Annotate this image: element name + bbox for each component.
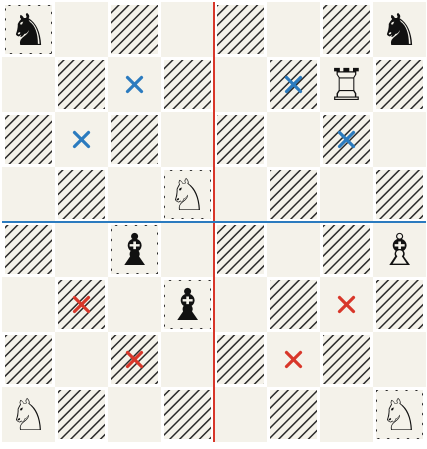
- square-e5: [214, 167, 267, 222]
- square-f8: [267, 2, 320, 57]
- black-bishop-icon: ♝: [115, 225, 154, 276]
- black-knight-icon: ♞: [9, 5, 48, 56]
- square-a6: [5, 115, 52, 164]
- square-d6: [161, 112, 214, 167]
- square-a4: [5, 225, 52, 274]
- white-bishop-icon: ♗: [380, 225, 419, 276]
- square-d1: [164, 390, 211, 439]
- square-f4: [267, 222, 320, 277]
- square-g1: [320, 387, 373, 442]
- white-knight-icon: ♘: [9, 390, 48, 441]
- square-g8: [323, 5, 370, 54]
- square-c8: [111, 5, 158, 54]
- square-e8: [217, 5, 264, 54]
- square-f3: [270, 280, 317, 329]
- white-knight-icon: ♘: [168, 170, 207, 221]
- square-d7: [164, 60, 211, 109]
- square-b4: [55, 222, 108, 277]
- square-h3: [376, 280, 423, 329]
- square-c3: [108, 277, 161, 332]
- square-g5: [320, 167, 373, 222]
- square-a7: [2, 57, 55, 112]
- square-h5: [376, 170, 423, 219]
- square-a2: [5, 335, 52, 384]
- black-knight-icon: ♞: [380, 5, 419, 56]
- square-e1: [214, 387, 267, 442]
- square-e2: [217, 335, 264, 384]
- chessboard-diagram: ♞ ♞ ♖ ♘ ♝ ♗ ♝ ♘ ♘: [2, 2, 426, 442]
- square-d4: [161, 222, 214, 277]
- black-bishop-icon: ♝: [168, 280, 207, 331]
- square-f6: [267, 112, 320, 167]
- square-e3: [214, 277, 267, 332]
- square-b8: [55, 2, 108, 57]
- square-b7: [58, 60, 105, 109]
- square-b1: [58, 390, 105, 439]
- white-rook-icon: ♖: [327, 60, 366, 111]
- square-b5: [58, 170, 105, 219]
- square-h2: [373, 332, 426, 387]
- square-g4: [323, 225, 370, 274]
- square-c5: [108, 167, 161, 222]
- square-b2: [55, 332, 108, 387]
- square-e4: [217, 225, 264, 274]
- square-e6: [217, 115, 264, 164]
- square-c6: [111, 115, 158, 164]
- white-knight-icon: ♘: [380, 390, 419, 441]
- square-a5: [2, 167, 55, 222]
- square-h6: [373, 112, 426, 167]
- square-d8: [161, 2, 214, 57]
- square-f5: [270, 170, 317, 219]
- square-d2: [161, 332, 214, 387]
- square-g2: [323, 335, 370, 384]
- square-f1: [270, 390, 317, 439]
- square-a3: [2, 277, 55, 332]
- square-e7: [214, 57, 267, 112]
- square-c1: [108, 387, 161, 442]
- square-h7: [376, 60, 423, 109]
